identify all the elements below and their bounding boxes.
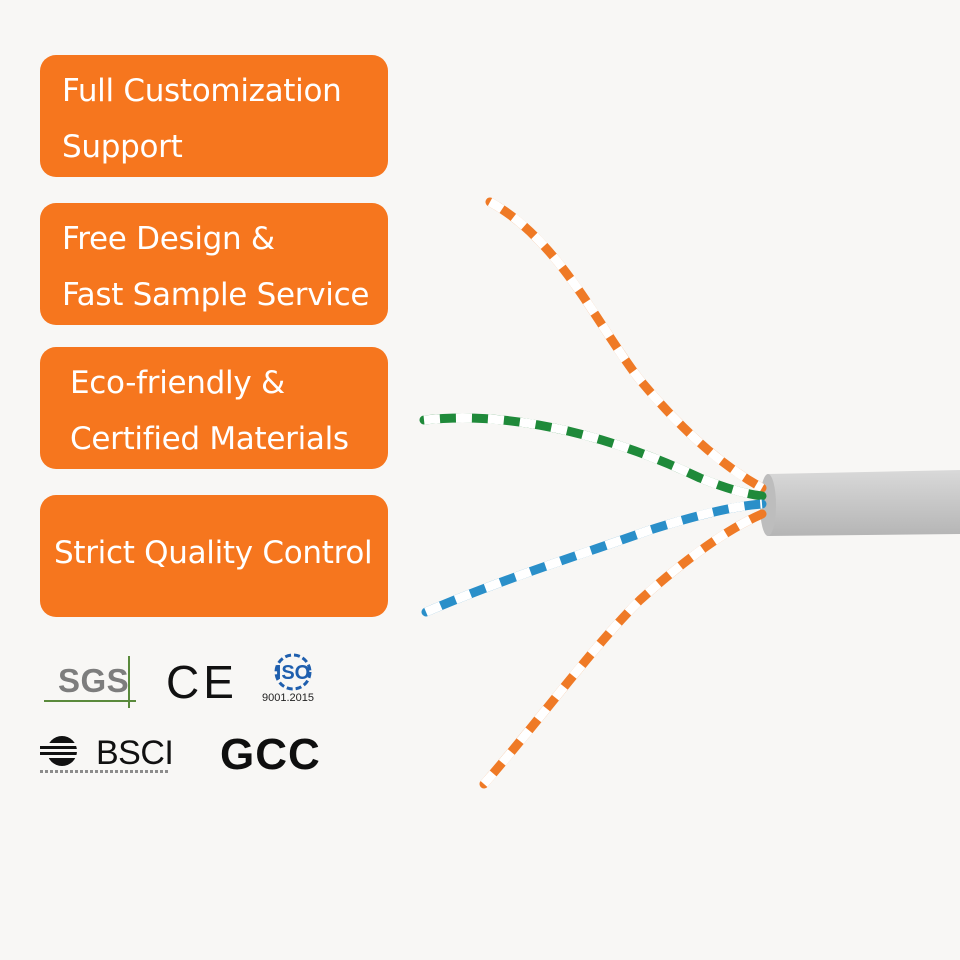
feature-line: Certified Materials bbox=[70, 421, 349, 457]
sgs-logo: SGS bbox=[44, 656, 136, 708]
feature-line: Eco-friendly & bbox=[70, 365, 285, 401]
wire-pair-blue bbox=[421, 499, 767, 617]
bsci-globe-icon bbox=[40, 736, 90, 766]
bsci-logo: BSCI bbox=[40, 732, 174, 780]
iso-logo-icon: ISO bbox=[274, 653, 312, 691]
wire-pair-orange-bottom bbox=[479, 509, 767, 789]
iso-logo: ISO 9001.2015 bbox=[262, 652, 326, 708]
feature-line: Fast Sample Service bbox=[62, 277, 370, 313]
feature-full-customization: Full Customization Support bbox=[40, 55, 388, 177]
sgs-text: SGS bbox=[58, 662, 130, 699]
feature-line: Free Design & bbox=[62, 221, 275, 257]
cable-jacket bbox=[763, 470, 960, 536]
wire-pair-green bbox=[419, 413, 767, 501]
wire-pair-orange-top bbox=[485, 197, 767, 493]
feature-eco-friendly: Eco-friendly & Certified Materials bbox=[40, 347, 388, 469]
bsci-text: BSCI bbox=[96, 734, 174, 772]
feature-line: Support bbox=[62, 129, 183, 165]
feature-free-design: Free Design & Fast Sample Service bbox=[40, 203, 388, 325]
feature-line: Strict Quality Control bbox=[54, 535, 373, 571]
iso-text: ISO bbox=[276, 662, 310, 684]
gcc-mark: GCC bbox=[220, 730, 321, 779]
ce-mark: CE bbox=[166, 656, 238, 708]
feature-quality-control: Strict Quality Control bbox=[40, 495, 388, 617]
iso-standard: 9001.2015 bbox=[262, 692, 314, 704]
feature-line: Full Customization bbox=[62, 73, 342, 109]
